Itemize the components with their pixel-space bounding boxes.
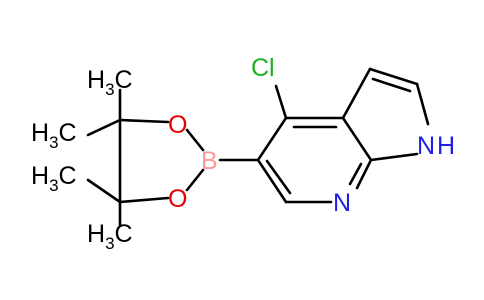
- atom-boron: B: [201, 147, 218, 175]
- bond-c4-cl: [274, 84, 288, 120]
- methyl-label-4: H3C: [87, 220, 133, 253]
- bond-methyl-3: [86, 178, 122, 204]
- methyl-label-3: H3C: [31, 162, 77, 195]
- bond-c3a-c3: [341, 67, 372, 120]
- bond-c7a-n7-inner: [348, 162, 363, 186]
- methyl-label-1: H3C: [87, 66, 133, 99]
- atom-pyrrole-nitrogen: N: [417, 132, 435, 160]
- atom-labels: Cl N N H B O O H3C H3C H3C H3C: [31, 54, 455, 253]
- bond-c4-c5: [256, 116, 288, 162]
- bond-c7a-n7: [355, 158, 373, 190]
- bond-c3a-c7a: [341, 116, 373, 162]
- methyl-label-2: H3C: [31, 119, 77, 152]
- atom-pyrrole-hydrogen: H: [437, 132, 455, 160]
- bond-o-bottom-c: [118, 196, 170, 204]
- bond-c5-c6: [256, 158, 288, 204]
- bonds: [86, 67, 430, 227]
- bond-b-o-top: [185, 128, 205, 152]
- bond-c5-c6-inner: [265, 159, 292, 195]
- bond-c3-c2: [368, 67, 419, 86]
- bond-methyl-2: [86, 118, 122, 137]
- atom-chlorine: Cl: [251, 54, 275, 82]
- bond-c3-c2-inner: [371, 77, 412, 93]
- bond-o-top-c: [118, 118, 170, 124]
- atom-oxygen-bottom: O: [168, 185, 187, 213]
- bond-b-o-bottom: [185, 168, 205, 192]
- bond-n1-c7a: [369, 152, 419, 162]
- atom-pyridine-nitrogen: N: [333, 189, 351, 217]
- bond-c2-n1: [415, 82, 430, 126]
- atom-oxygen-top: O: [168, 111, 187, 139]
